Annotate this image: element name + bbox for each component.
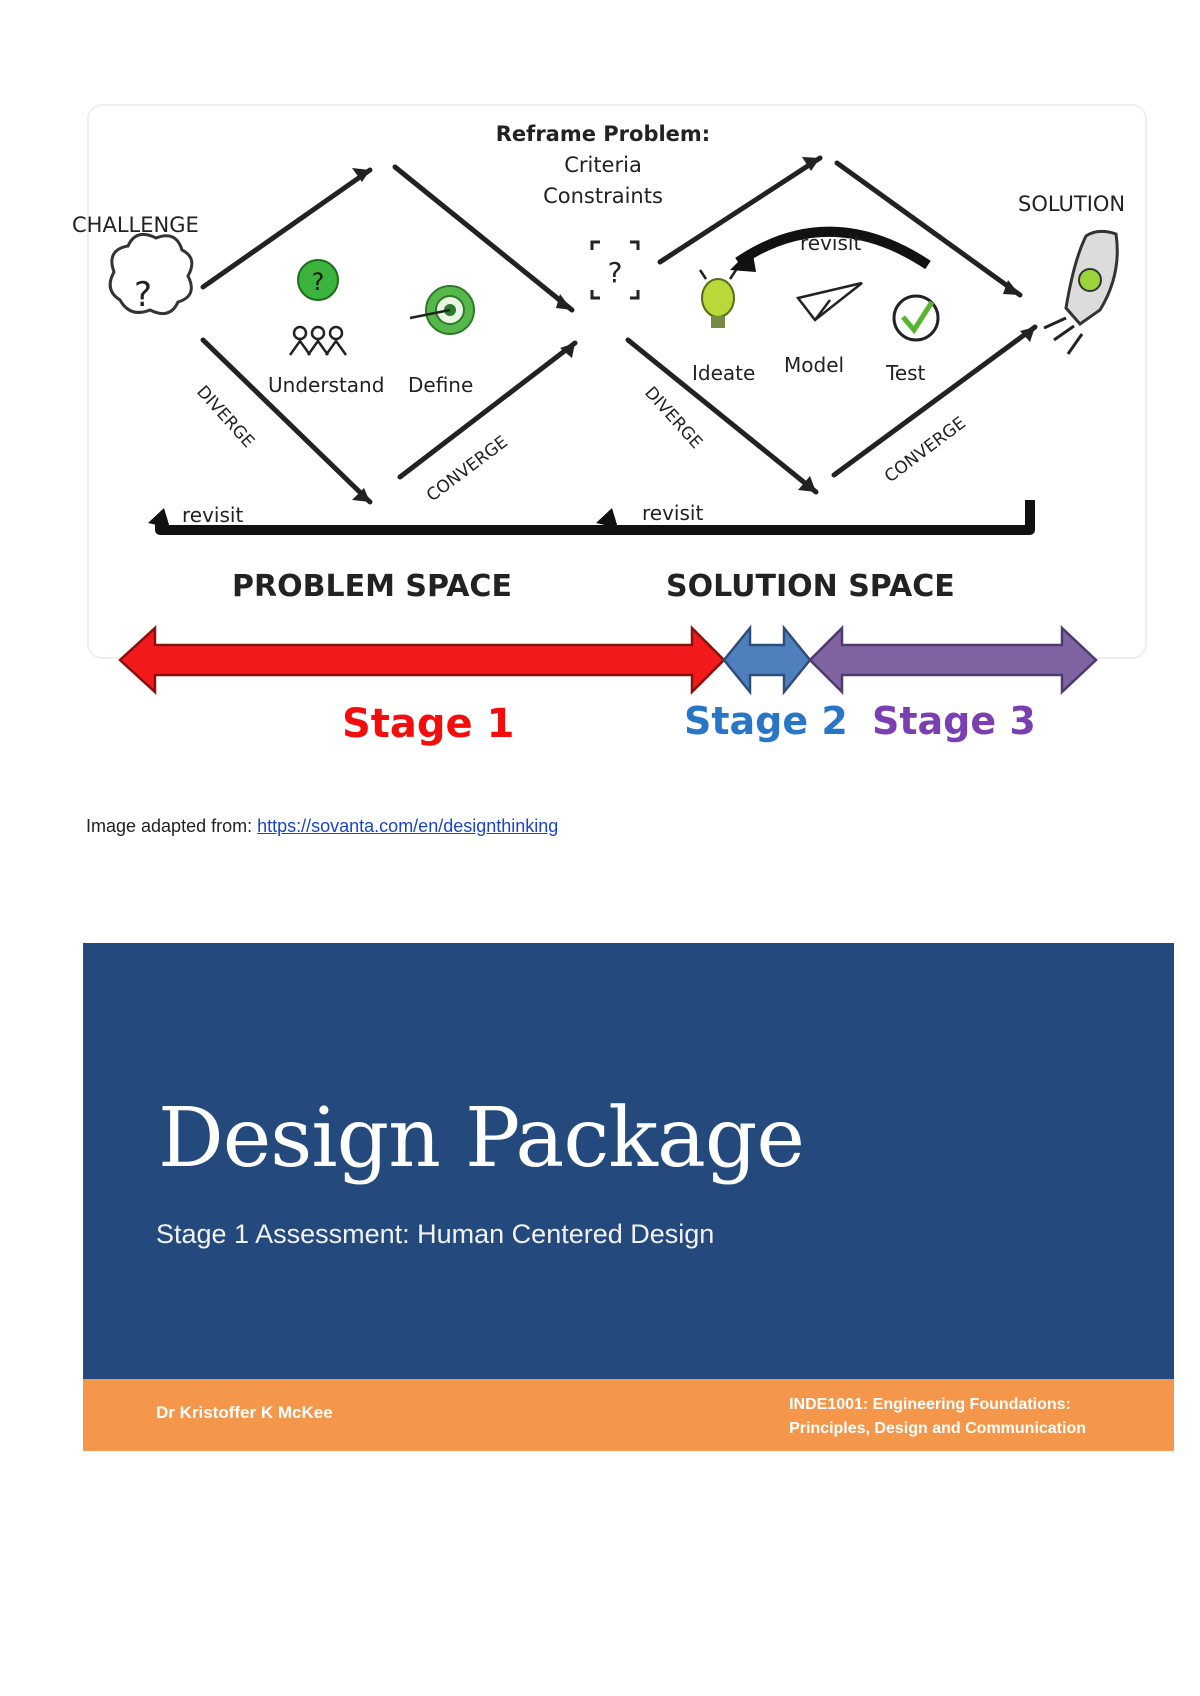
converge-right-label: CONVERGE — [881, 413, 970, 487]
stage-2-arrow — [722, 624, 812, 696]
solution-diamond — [625, 155, 1038, 495]
solution-rocket-icon — [1043, 229, 1119, 355]
converge-left-label: CONVERGE — [423, 432, 512, 506]
reframe-question-mark: ? — [608, 256, 623, 289]
problem-arrowheads — [352, 168, 575, 502]
understand-label: Understand — [268, 373, 384, 397]
test-check-icon — [892, 294, 940, 342]
define-label: Define — [408, 373, 473, 397]
stage-3-arrow — [808, 624, 1098, 696]
cover-banner: Design Package Stage 1 Assessment: Human… — [83, 943, 1174, 1379]
define-target-icon — [409, 285, 475, 335]
problem-diamond — [200, 164, 578, 505]
revisit-right-label: revisit — [642, 501, 703, 525]
solution-space-label: SOLUTION SPACE — [666, 569, 955, 604]
credit-prefix: Image adapted from: — [86, 816, 258, 836]
reframe-line-2: Criteria — [564, 153, 642, 177]
cover-title: Design Package — [158, 1091, 805, 1186]
model-paper-plane-icon — [795, 281, 863, 322]
reframe-line-3: Constraints — [543, 184, 663, 208]
model-label: Model — [784, 353, 844, 377]
cover-subtitle: Stage 1 Assessment: Human Centered Desig… — [156, 1219, 715, 1249]
stage-1-arrow — [118, 624, 726, 696]
ideate-bulb-icon — [698, 269, 738, 328]
course-line-2: Principles, Design and Communication — [789, 1420, 1086, 1437]
stage-arrows — [118, 624, 1098, 696]
challenge-cloud-icon: ? — [108, 232, 194, 316]
revisit-left-label: revisit — [182, 503, 243, 527]
svg-text:?: ? — [312, 268, 325, 296]
stage-1-label: Stage 1 — [342, 701, 514, 747]
solution-arrowheads — [798, 157, 1035, 492]
design-thinking-diagram: ? ? ? — [72, 104, 1147, 747]
reframe-question-icon — [590, 240, 640, 300]
test-label: Test — [885, 361, 926, 385]
diverge-left-label: DIVERGE — [192, 382, 258, 452]
stage-2-label: Stage 2 — [684, 699, 848, 743]
image-credit: Image adapted from: https://sovanta.com/… — [86, 816, 558, 837]
credit-link[interactable]: https://sovanta.com/en/designthinking — [257, 816, 559, 836]
revisit-bar-arrow — [148, 500, 1035, 535]
understand-icon: ? — [288, 259, 348, 356]
problem-space-label: PROBLEM SPACE — [232, 569, 512, 604]
ideate-label: Ideate — [692, 361, 755, 385]
course-line-1: INDE1001: Engineering Foundations: — [789, 1396, 1071, 1413]
reframe-line-1: Reframe Problem: — [496, 122, 710, 146]
challenge-label: CHALLENGE — [72, 213, 199, 237]
author-name: Dr Kristoffer K McKee — [156, 1403, 333, 1422]
course-info: INDE1001: Engineering Foundations: Princ… — [789, 1393, 1086, 1441]
solution-label: SOLUTION — [1018, 192, 1125, 216]
cover-footer: Dr Kristoffer K McKee INDE1001: Engineer… — [83, 1379, 1174, 1451]
stage-3-label: Stage 3 — [872, 699, 1036, 743]
revisit-arc-arrow — [730, 226, 931, 272]
svg-text:?: ? — [134, 275, 152, 315]
revisit-top-label: revisit — [800, 231, 861, 255]
